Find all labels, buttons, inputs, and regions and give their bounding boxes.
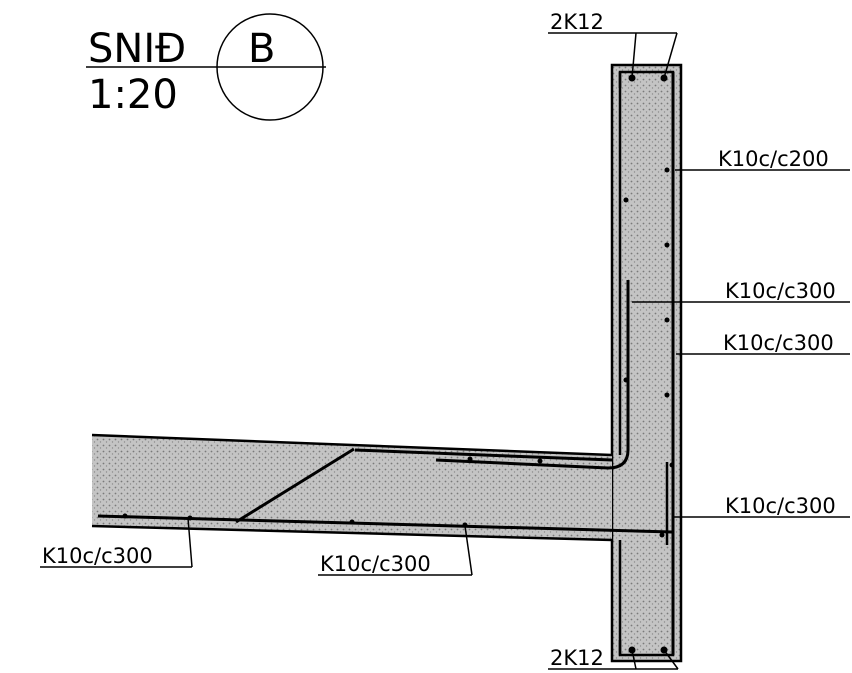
label-wall-outer-lower: K10c/c300	[723, 331, 834, 355]
section-scale: 1:20	[88, 72, 178, 118]
wall-top-stirrup	[618, 70, 675, 88]
leader-lines	[40, 32, 850, 670]
section-title-block: SNIÐ 1:20 B	[86, 13, 326, 121]
label-top-bars: 2K12	[550, 10, 604, 34]
section-marker-circle	[216, 13, 324, 121]
junction-concrete	[614, 455, 679, 540]
wall-bottom-stirrup	[618, 640, 675, 657]
slab-bottom-edge	[91, 524, 613, 542]
reinforcement	[97, 70, 675, 657]
label-wall-outer-vertical: K10c/c200	[718, 147, 829, 171]
label-bottom-bars: 2K12	[550, 646, 604, 670]
label-junction-bars: K10c/c300	[725, 494, 836, 518]
slab-bottom-rebar	[97, 514, 673, 534]
label-slab-middle-bottom: K10c/c300	[320, 552, 431, 576]
label-wall-inner-vertical: K10c/c300	[725, 279, 836, 303]
section-title: SNIÐ	[88, 26, 186, 72]
slab-top-rebar	[354, 448, 613, 462]
slab-top-edge	[91, 433, 613, 457]
rebar-labels: 2K12 K10c/c200 K10c/c300 K10c/c300 K10c/…	[42, 10, 836, 670]
rebar-dots	[122, 74, 675, 654]
wall-concrete	[610, 63, 683, 663]
hooked-wall-bar	[435, 280, 630, 470]
slab-diagonal-rebar	[235, 447, 355, 524]
label-slab-left-bottom: K10c/c300	[42, 544, 153, 568]
section-letter: B	[248, 26, 275, 72]
